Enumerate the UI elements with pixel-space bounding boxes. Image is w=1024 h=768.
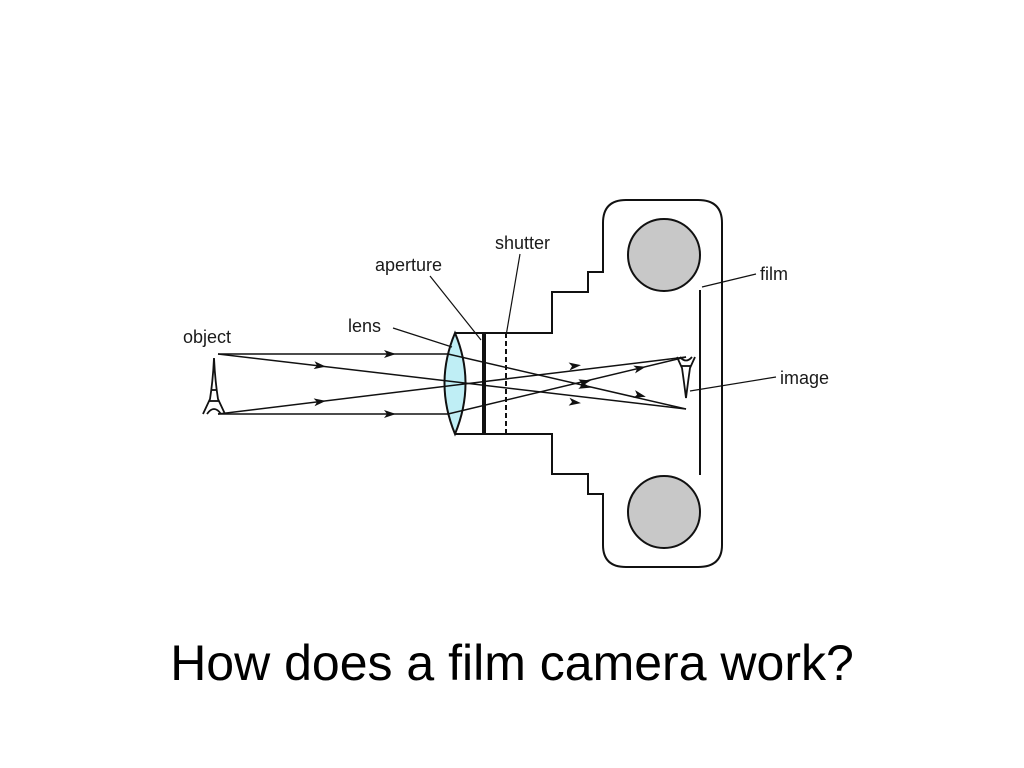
- top-film-spool: [627, 218, 701, 292]
- ray-arrow: [633, 390, 646, 398]
- label-lens: lens: [348, 316, 381, 336]
- leader-shutter: [505, 253, 521, 337]
- label-film: film: [760, 264, 788, 284]
- ray-arrow: [568, 362, 581, 371]
- object-tower: [202, 357, 226, 415]
- ray-bottom-refracted: [447, 356, 687, 415]
- leader-lens: [392, 327, 453, 348]
- image-tower: [676, 356, 696, 399]
- ray-bottom-through: [217, 356, 687, 415]
- leader-image: [689, 376, 777, 392]
- bottom-film-spool: [627, 475, 701, 549]
- camera-body: [504, 199, 723, 568]
- ray-top-through: [217, 353, 687, 410]
- label-shutter: shutter: [495, 233, 550, 253]
- label-object: object: [183, 327, 231, 347]
- slide-caption: How does a film camera work?: [170, 635, 854, 691]
- lens: [443, 330, 467, 437]
- leader-film: [701, 273, 757, 288]
- ray-arrow: [568, 397, 581, 406]
- label-aperture: aperture: [375, 255, 442, 275]
- leader-aperture: [429, 275, 482, 341]
- ray-top-refracted: [447, 353, 687, 410]
- label-image: image: [780, 368, 829, 388]
